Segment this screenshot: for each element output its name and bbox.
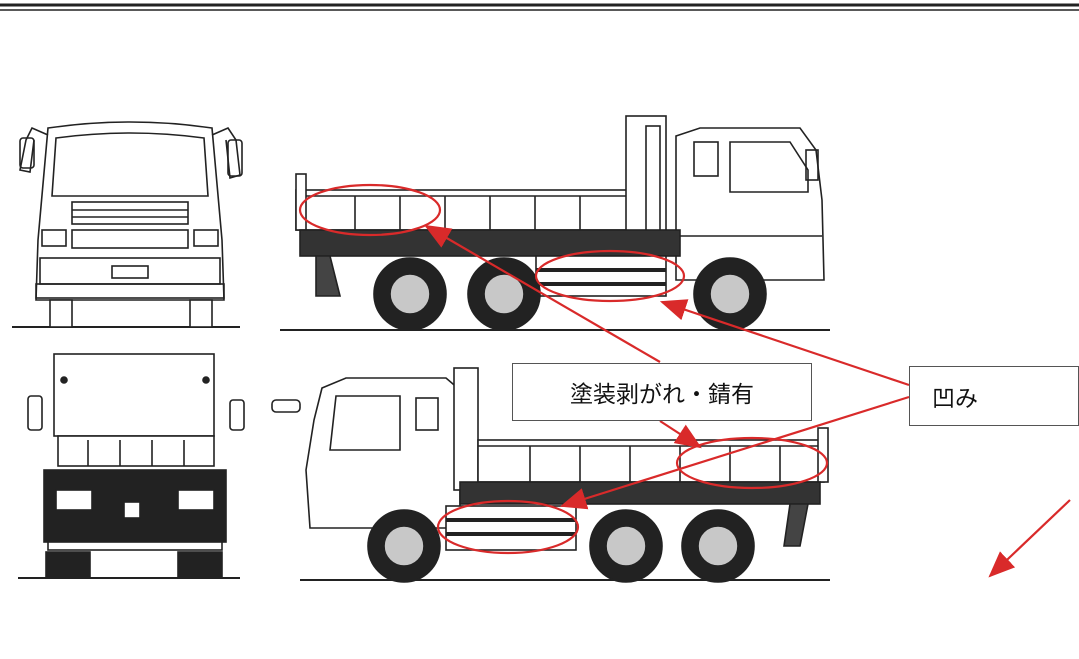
damage-annotations bbox=[298, 183, 1071, 578]
paint-peeling-rust-label: 塗装剥がれ・錆有 bbox=[512, 363, 812, 421]
damage-ellipse-body-right bbox=[298, 183, 442, 237]
arrow-bottom-right bbox=[988, 499, 1071, 578]
dent-label: 凹み bbox=[909, 366, 1079, 426]
truck-front-view bbox=[12, 121, 243, 328]
damage-ellipse-tank-left bbox=[436, 499, 580, 555]
arrow-paint-to-body-left bbox=[659, 420, 702, 449]
truck-rear-view bbox=[18, 353, 245, 579]
damage-ellipse-body-left bbox=[675, 436, 829, 490]
arrow-dent-to-tank-right bbox=[659, 299, 910, 387]
truck-right-side-view bbox=[280, 115, 830, 331]
arrow-dent-to-tank-left bbox=[559, 395, 910, 510]
truck-left-side-view bbox=[271, 367, 830, 583]
arrow-paint-to-body-right bbox=[424, 224, 661, 363]
top-border bbox=[0, 3, 1079, 11]
damage-ellipse-tank-right bbox=[534, 249, 686, 303]
